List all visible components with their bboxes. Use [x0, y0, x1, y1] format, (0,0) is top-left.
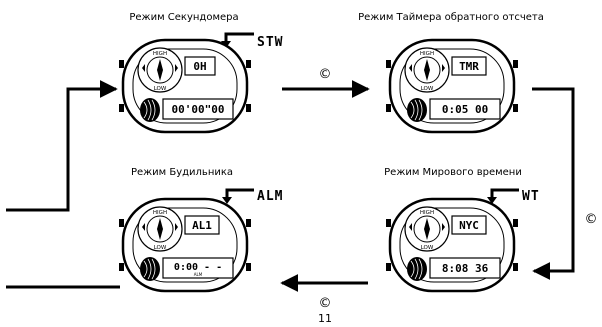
svg-text:HIGH: HIGH	[153, 51, 167, 57]
shell-icon	[407, 257, 427, 281]
timer-title: Режим Таймера обратного отсчета	[358, 12, 544, 23]
shell-icon	[407, 98, 427, 122]
bottom-display: 8:08 36	[442, 262, 489, 275]
bottom-display: 0:05 00	[442, 103, 488, 116]
svg-text:HIGH: HIGH	[153, 210, 167, 216]
arrow-tmr-to-wt	[532, 87, 575, 280]
dial: HIGH LOW	[137, 47, 183, 93]
dial: HIGH LOW	[404, 47, 450, 93]
top-display: AL1	[192, 219, 212, 232]
svg-text:HIGH: HIGH	[420, 210, 434, 216]
timer-watch: HIGH LOW TMR 0:05 00	[386, 38, 518, 134]
arrow-in-to-stw	[6, 80, 118, 212]
alarm-watch: HIGH LOW AL1 0:00 - - ALM	[119, 197, 251, 293]
top-display: NYC	[459, 219, 479, 232]
worldtime-watch: HIGH LOW NYC 8:08 36	[386, 197, 518, 293]
svg-text:HIGH: HIGH	[420, 51, 434, 57]
alm-code: ALM	[257, 189, 283, 204]
page-number: 11	[318, 312, 332, 325]
c-button-label-3: ©	[319, 296, 332, 311]
worldtime-title: Режим Мирового времени	[384, 167, 522, 178]
top-display: TMR	[459, 60, 479, 73]
dial: HIGH LOW	[137, 206, 183, 252]
stopwatch-watch: HIGH LOW 0H 00'00"00	[119, 38, 251, 134]
shell-icon	[140, 98, 160, 122]
alarm-title: Режим Будильника	[131, 167, 233, 178]
bottom-display: 00'00"00	[172, 103, 225, 116]
svg-text:LOW: LOW	[154, 245, 167, 251]
alm-callout: ALM	[222, 188, 283, 204]
wt-code: WT	[522, 189, 540, 204]
svg-text:LOW: LOW	[421, 245, 434, 251]
c-button-label-1: ©	[319, 67, 332, 82]
top-display: 0H	[193, 60, 206, 73]
stopwatch-title: Режим Секундомера	[129, 12, 238, 23]
bottom-display: 0:00 - -	[174, 262, 222, 273]
svg-text:LOW: LOW	[421, 86, 434, 92]
c-button-label-2: ©	[585, 212, 598, 227]
stw-code: STW	[257, 35, 283, 50]
alm-sublabel: ALM	[194, 272, 203, 277]
wt-callout: WT	[487, 188, 540, 204]
dial: HIGH LOW	[404, 206, 450, 252]
shell-icon	[140, 257, 160, 281]
svg-text:LOW: LOW	[154, 86, 167, 92]
